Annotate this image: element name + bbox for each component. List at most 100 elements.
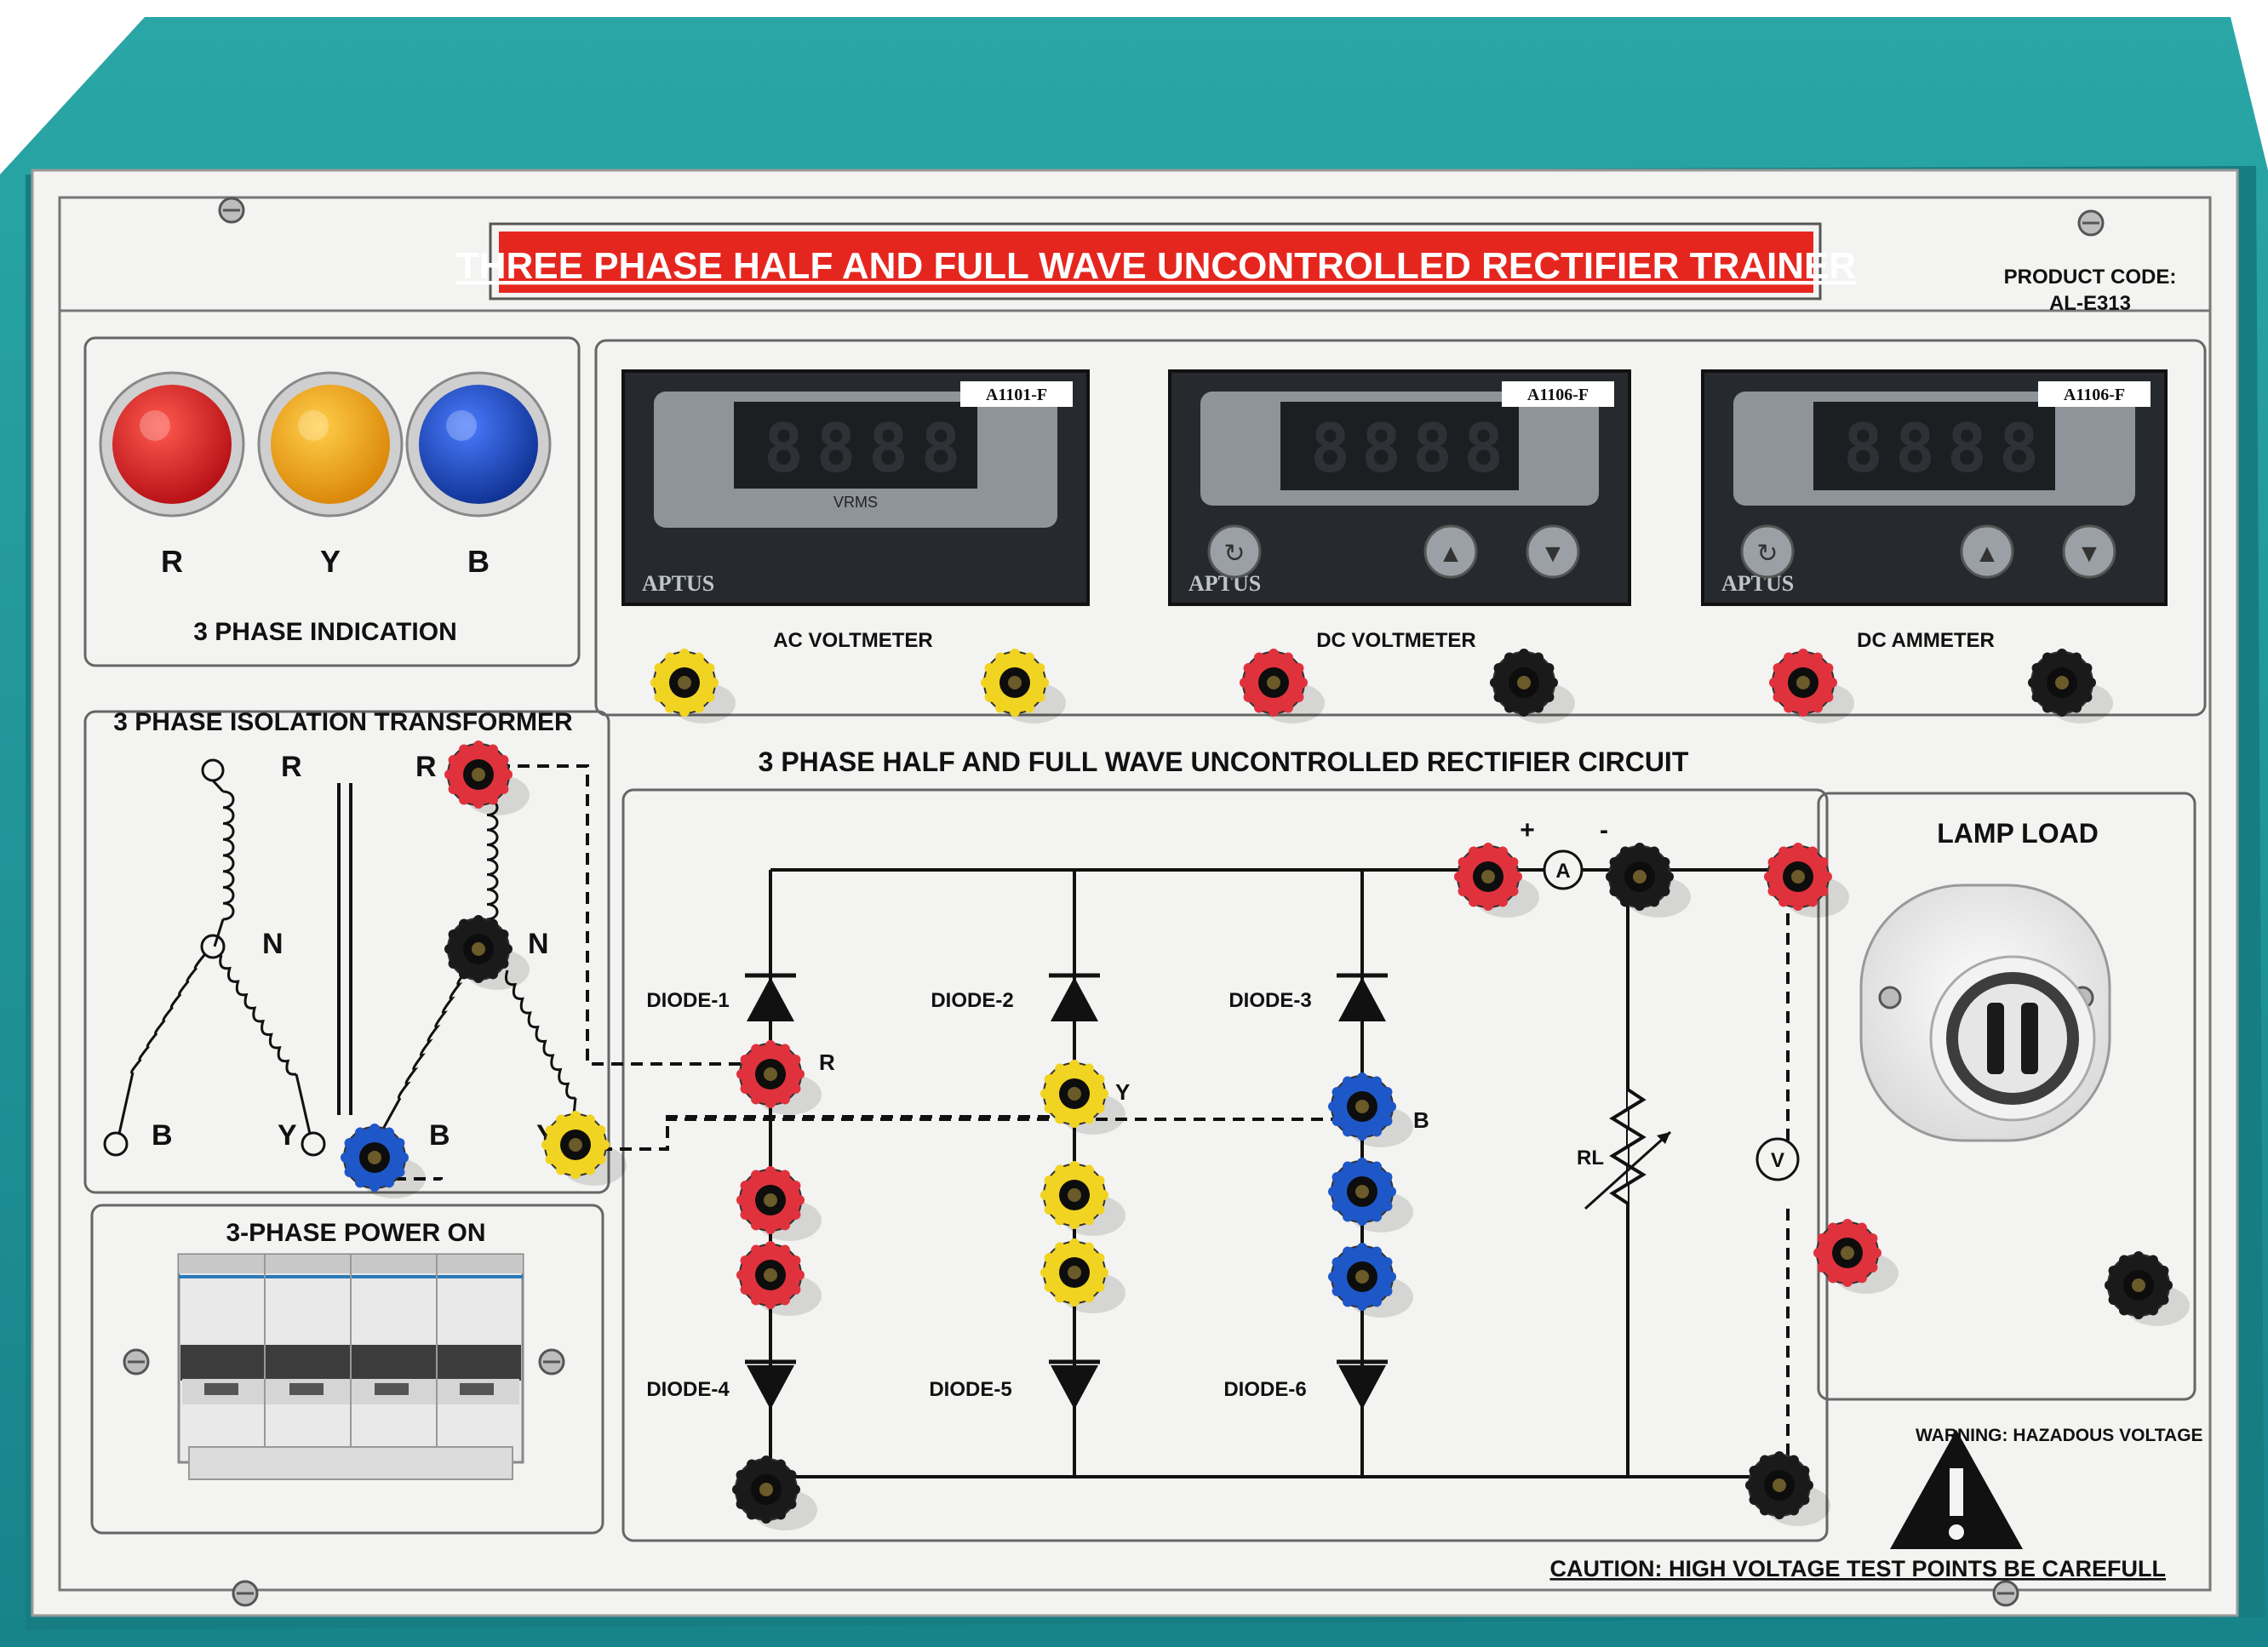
meter-terminal-red[interactable] [1240, 649, 1325, 723]
warning-sign [1890, 1430, 2023, 1549]
meter-label: DC VOLTMETER [1316, 629, 1476, 652]
reset-button[interactable]: ↻ [1740, 524, 1795, 579]
transformer-terminal-y[interactable] [541, 1111, 627, 1186]
rectifier-circuit: DIODE-1DIODE-4RDIODE-2DIODE-5YDIODE-3DIO… [646, 816, 1822, 1478]
meter-terminal-yellow[interactable] [981, 649, 1066, 723]
phase-tap-label: B [1413, 1107, 1429, 1133]
transformer-diagram: R N B Y R N B Y [103, 751, 1790, 1464]
transformer-title: 3 PHASE ISOLATION TRANSFORMER [113, 708, 573, 736]
circuit-terminal-r[interactable] [736, 1040, 822, 1115]
transformer-box [83, 710, 610, 1194]
meter-terminal-black[interactable] [2028, 649, 2113, 723]
indicator-label: R [161, 544, 183, 579]
diode-bottom [745, 1359, 796, 1410]
transformer-terminal-b[interactable] [341, 1124, 426, 1198]
lamp-holder [1859, 884, 2111, 1142]
screws [123, 197, 2105, 1607]
diode-bottom [1049, 1359, 1100, 1410]
svg-text:8: 8 [816, 411, 856, 488]
phase-label: R [415, 751, 437, 783]
meter-terminal-black[interactable] [1490, 649, 1575, 723]
circuit-terminal-b3[interactable] [1328, 1243, 1413, 1318]
reset-icon: ↻ [1223, 540, 1245, 568]
ammeter-symbol: A [1543, 849, 1584, 890]
ammeter-letter: A [1555, 860, 1570, 883]
circuit-terminal-b[interactable] [1328, 1072, 1413, 1147]
svg-text:8: 8 [764, 411, 804, 488]
product-code: AL-E313 [2049, 292, 2131, 315]
phase-label: B [152, 1119, 173, 1152]
phase-tap-label: Y [1115, 1079, 1130, 1105]
diode-label: DIODE-2 [931, 989, 1013, 1012]
up-icon: ▲ [1438, 540, 1463, 568]
svg-text:8: 8 [1463, 411, 1503, 488]
down-button[interactable]: ▼ [2062, 524, 2116, 579]
trainer-title: THREE PHASE HALF AND FULL WAVE UNCONTROL… [456, 245, 1856, 287]
transformer-terminal-n[interactable] [444, 915, 530, 990]
phase-label: N [528, 928, 549, 960]
indicator-label: B [467, 544, 490, 579]
caution-text: CAUTION: HIGH VOLTAGE TEST POINTS BE CAR… [1550, 1556, 2167, 1581]
svg-text:8: 8 [1947, 411, 1987, 488]
svg-text:8: 8 [1999, 411, 2039, 488]
reset-icon: ↻ [1756, 540, 1778, 568]
up-button[interactable]: ▲ [1423, 524, 1478, 579]
lamp-terminal-black[interactable] [2105, 1251, 2190, 1326]
voltmeter-symbol: V [1755, 1137, 1800, 1181]
circuit-terminal-output[interactable] [1764, 843, 1849, 918]
diode-bottom [1337, 1359, 1388, 1410]
circuit-title: 3 PHASE HALF AND FULL WAVE UNCONTROLLED … [759, 746, 1689, 777]
title-banner: THREE PHASE HALF AND FULL WAVE UNCONTROL… [456, 222, 1856, 300]
power-box [90, 1204, 604, 1535]
meter-unit: VRMS [833, 494, 878, 511]
warning-text: WARNING: HAZADOUS VOLTAGE [1916, 1426, 2203, 1445]
down-icon: ▼ [2076, 540, 2102, 568]
indicator-lamp-y [257, 371, 404, 518]
circuit-terminal-b2[interactable] [1328, 1158, 1413, 1232]
transformer-terminal-r[interactable] [444, 741, 530, 815]
up-button[interactable]: ▲ [1960, 524, 2014, 579]
circuit-terminal-r3[interactable] [736, 1241, 822, 1316]
circuit-terminal-ammeter-minus[interactable] [1606, 843, 1691, 918]
phase-label: R [281, 751, 302, 783]
circuit-terminal-ammeter-plus[interactable] [1454, 843, 1539, 918]
svg-text:8: 8 [1412, 411, 1452, 488]
circuit-terminal-y3[interactable] [1040, 1238, 1125, 1313]
reset-button[interactable]: ↻ [1207, 524, 1262, 579]
circuit-terminal-r2[interactable] [736, 1166, 822, 1241]
diode-label: DIODE-1 [646, 989, 729, 1012]
circuit-terminal-y[interactable] [1040, 1060, 1125, 1135]
diode-top [745, 973, 796, 1021]
mcb-breaker[interactable] [177, 1253, 524, 1480]
meter-model: A1106-F [2064, 386, 2125, 404]
diode-label: DIODE-4 [646, 1378, 730, 1401]
circuit-terminal-common[interactable] [732, 1455, 817, 1530]
meter-terminal-red[interactable] [1769, 649, 1854, 723]
phase-label: N [262, 928, 284, 960]
indicator-lamp-b [405, 371, 552, 518]
svg-text:8: 8 [868, 411, 908, 488]
indicator-lamp-r [99, 371, 245, 518]
power-title: 3-PHASE POWER ON [226, 1219, 485, 1247]
phase-label: B [429, 1119, 450, 1152]
circuit-terminal-negative[interactable] [1745, 1451, 1830, 1526]
indication-title: 3 PHASE INDICATION [193, 618, 456, 646]
phase-label: Y [278, 1119, 297, 1152]
down-button[interactable]: ▼ [1526, 524, 1580, 579]
up-icon: ▲ [1974, 540, 2000, 568]
meter-terminal-yellow[interactable] [650, 649, 736, 723]
svg-text:8: 8 [1361, 411, 1401, 488]
lamp-load-box [1817, 792, 2196, 1401]
circuit-terminal-y2[interactable] [1040, 1161, 1125, 1236]
indicator-label: Y [320, 544, 341, 579]
lamp-terminal-red[interactable] [1813, 1219, 1899, 1294]
product-code-label: PRODUCT CODE: [2004, 266, 2177, 289]
diode-label: DIODE-3 [1228, 989, 1311, 1012]
voltmeter-letter: V [1771, 1149, 1784, 1172]
